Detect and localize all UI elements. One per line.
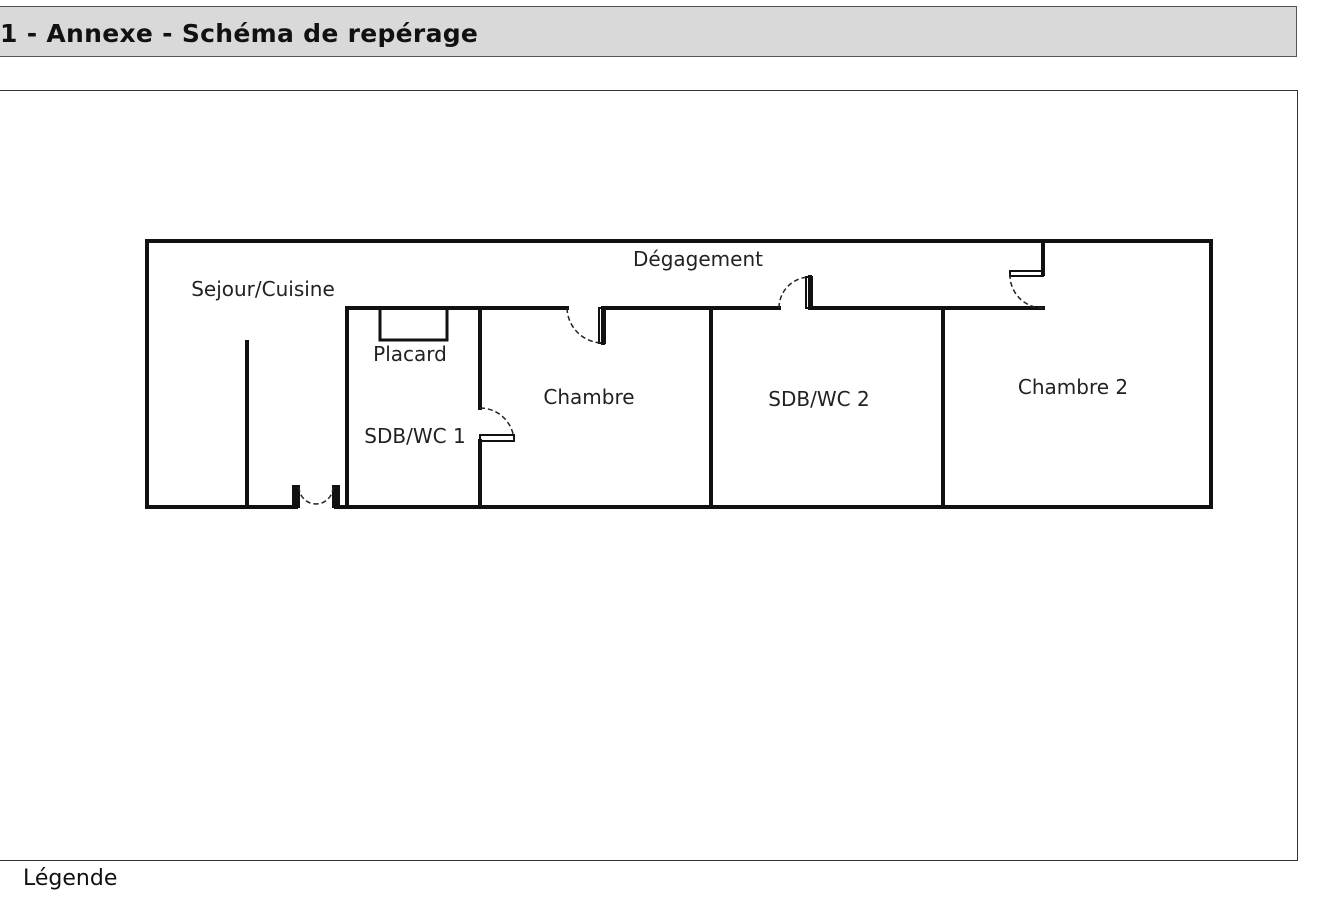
door-leaf-chambre2 <box>1009 270 1044 277</box>
door-leaf-entry-left <box>292 485 300 508</box>
room-label-chambre-2: Chambre 2 <box>1018 375 1128 399</box>
room-label-sdb-wc-2: SDB/WC 2 <box>768 387 869 411</box>
placard-outline <box>378 308 449 342</box>
room-label-chambre: Chambre <box>543 385 634 409</box>
door-leaf-chambre <box>598 307 606 344</box>
room-label-placard: Placard <box>373 342 447 366</box>
legend-label: Légende <box>23 866 118 891</box>
door-swing-chambre2 <box>1009 273 1044 309</box>
door-swing-sdb1 <box>479 407 515 442</box>
door-swing-entry-right <box>315 486 334 505</box>
door-swing-sdb2 <box>778 276 811 309</box>
room-label-degagement: Dégagement <box>633 247 763 271</box>
door-leaf-sdb1 <box>479 434 515 442</box>
door-swing-chambre <box>566 307 604 344</box>
section-title: 1 - Annexe - Schéma de repérage <box>0 19 479 48</box>
room-label-sejour-cuisine: Sejour/Cuisine <box>191 277 335 301</box>
floor-plan-frame <box>0 90 1298 861</box>
door-swing-entry-left <box>298 486 317 505</box>
door-leaf-entry-right <box>332 485 340 508</box>
door-leaf-sdb2 <box>805 276 813 309</box>
section-header: 1 - Annexe - Schéma de repérage <box>0 6 1297 57</box>
room-label-sdb-wc-1: SDB/WC 1 <box>364 424 465 448</box>
